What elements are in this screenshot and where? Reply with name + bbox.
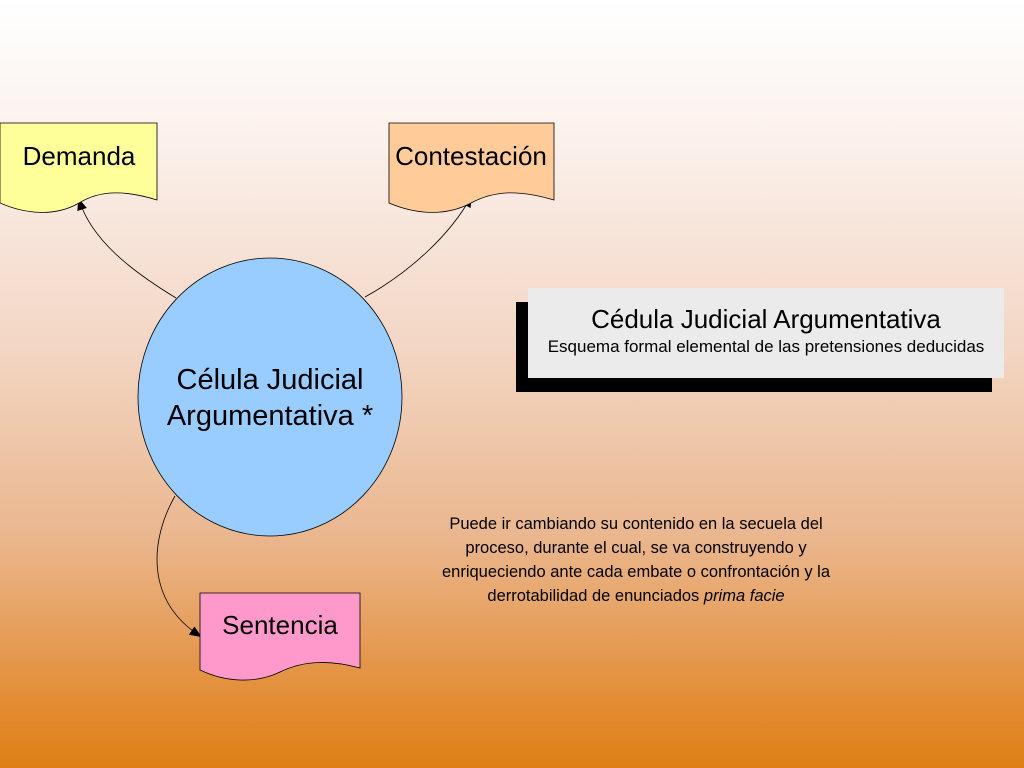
node-sentencia-label: Sentencia bbox=[222, 610, 338, 640]
title-box-heading: Cédula Judicial Argumentativa bbox=[591, 304, 941, 334]
center-circle bbox=[137, 257, 403, 537]
node-celula-judicial: Célula Judicial Argumentativa * bbox=[137, 257, 403, 537]
node-sentencia: Sentencia bbox=[199, 592, 361, 681]
node-contestacion-label: Contestación bbox=[395, 141, 547, 171]
note-body: Puede ir cambiando su contenido en la se… bbox=[441, 515, 831, 605]
document-shape-contestacion bbox=[388, 122, 555, 213]
node-contestacion: Contestación bbox=[388, 122, 555, 213]
title-box-subtitle: Esquema formal elemental de las pretensi… bbox=[547, 337, 985, 356]
center-label-line2: Argumentativa * bbox=[167, 400, 373, 432]
connector-to-contestacion bbox=[364, 195, 472, 298]
document-shape-demanda bbox=[0, 122, 158, 213]
connector-to-demanda bbox=[77, 198, 177, 299]
note-emphasis: prima facie bbox=[703, 587, 785, 605]
note-text: Puede ir cambiando su contenido en la se… bbox=[416, 512, 856, 608]
node-demanda-label: Demanda bbox=[23, 141, 136, 171]
center-label-line1: Célula Judicial bbox=[177, 364, 364, 396]
connector-to-sentencia bbox=[156, 495, 202, 638]
node-demanda: Demanda bbox=[0, 122, 158, 213]
title-box: Cédula Judicial Argumentativa Esquema fo… bbox=[528, 288, 1004, 378]
document-shape-sentencia bbox=[199, 592, 361, 681]
